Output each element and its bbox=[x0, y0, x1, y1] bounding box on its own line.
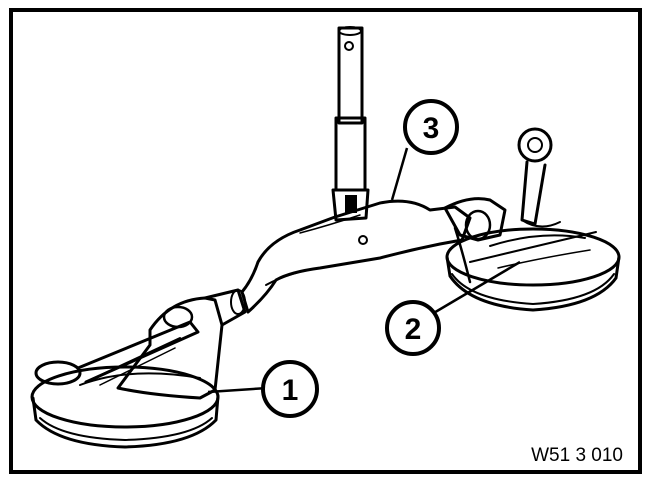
handle-post bbox=[331, 26, 370, 222]
callout-3-label: 3 bbox=[423, 112, 440, 145]
callout-1: 1 bbox=[207, 360, 319, 418]
callout-2-label: 2 bbox=[405, 313, 422, 346]
suction-cup-right bbox=[445, 227, 621, 312]
callout-1-label: 1 bbox=[282, 374, 299, 407]
connecting-bar bbox=[240, 197, 507, 314]
left-housing bbox=[116, 288, 247, 400]
figure-frame bbox=[9, 8, 642, 474]
reference-code: W51 3 010 bbox=[531, 445, 623, 466]
callout-3: 3 bbox=[390, 99, 459, 201]
release-lever-right bbox=[517, 127, 561, 228]
callout-2: 2 bbox=[385, 260, 521, 356]
suction-cup-left bbox=[30, 365, 220, 449]
